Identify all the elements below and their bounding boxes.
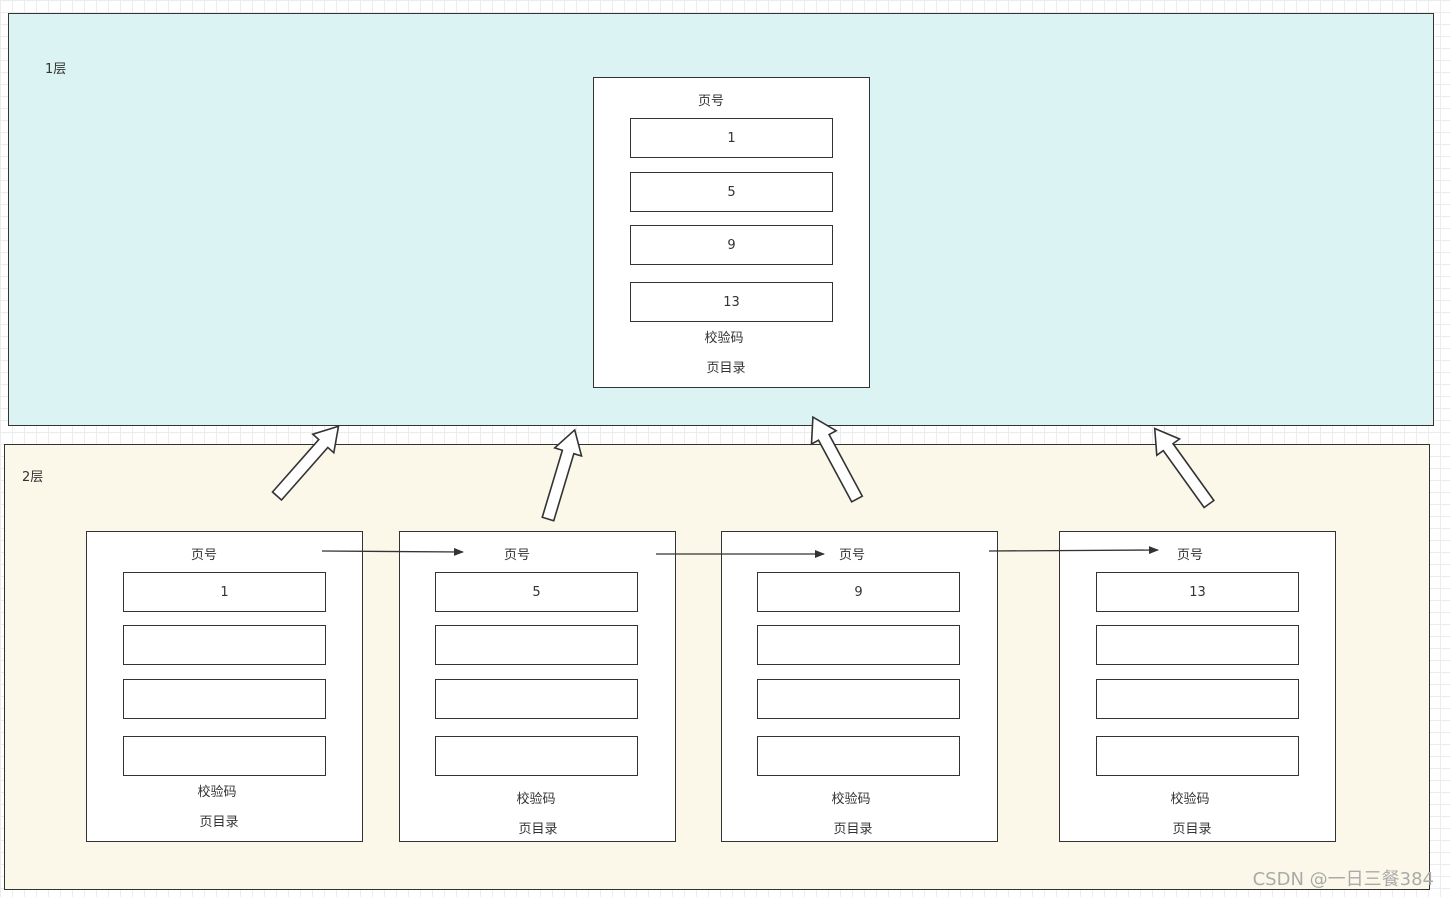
link-arrow	[988, 546, 1159, 555]
leaf-page-slot	[757, 679, 960, 719]
up-arrow	[271, 425, 340, 502]
top-page-slot: 5	[630, 172, 833, 212]
leaf-page-header: 页号	[838, 548, 865, 563]
top-page-directory: 页目录	[706, 361, 746, 376]
leaf-page-header: 页号	[190, 548, 217, 563]
leaf-page-directory: 页目录	[199, 815, 239, 830]
leaf-page-slot: 13	[1096, 572, 1299, 612]
top-page-header: 页号	[697, 94, 724, 109]
leaf-page-slot	[1096, 736, 1299, 776]
leaf-page-slot: 1	[123, 572, 326, 612]
leaf-page-slot	[435, 679, 638, 719]
leaf-page-slot	[123, 679, 326, 719]
leaf-page-slot	[123, 736, 326, 776]
top-page-slot: 9	[630, 225, 833, 265]
leaf-page-checksum: 校验码	[197, 785, 237, 800]
leaf-page-slot	[435, 736, 638, 776]
leaf-page-slot	[435, 625, 638, 665]
leaf-page-slot	[757, 736, 960, 776]
leaf-page-checksum: 校验码	[516, 792, 556, 807]
link-arrow	[321, 547, 464, 556]
leaf-page-header: 页号	[503, 548, 530, 563]
up-arrow	[1153, 427, 1215, 509]
leaf-page-header: 页号	[1176, 548, 1203, 563]
top-page-checksum: 校验码	[704, 331, 744, 346]
leaf-page-slot: 5	[435, 572, 638, 612]
leaf-page-directory: 页目录	[1172, 822, 1212, 837]
leaf-page-directory: 页目录	[518, 822, 558, 837]
layer-2-label: 2层	[22, 470, 44, 485]
up-arrow	[541, 428, 583, 522]
leaf-page-slot: 9	[757, 572, 960, 612]
leaf-page-slot	[1096, 679, 1299, 719]
leaf-page-checksum: 校验码	[1170, 792, 1210, 807]
leaf-page-slot	[1096, 625, 1299, 665]
watermark: CSDN @一日三餐384	[1252, 869, 1434, 890]
up-arrow	[810, 415, 864, 503]
leaf-page-slot	[757, 625, 960, 665]
leaf-page-checksum: 校验码	[831, 792, 871, 807]
leaf-page-slot	[123, 625, 326, 665]
top-page-slot: 1	[630, 118, 833, 158]
leaf-page-directory: 页目录	[833, 822, 873, 837]
top-page-slot: 13	[630, 282, 833, 322]
layer-1-label: 1层	[45, 62, 67, 77]
